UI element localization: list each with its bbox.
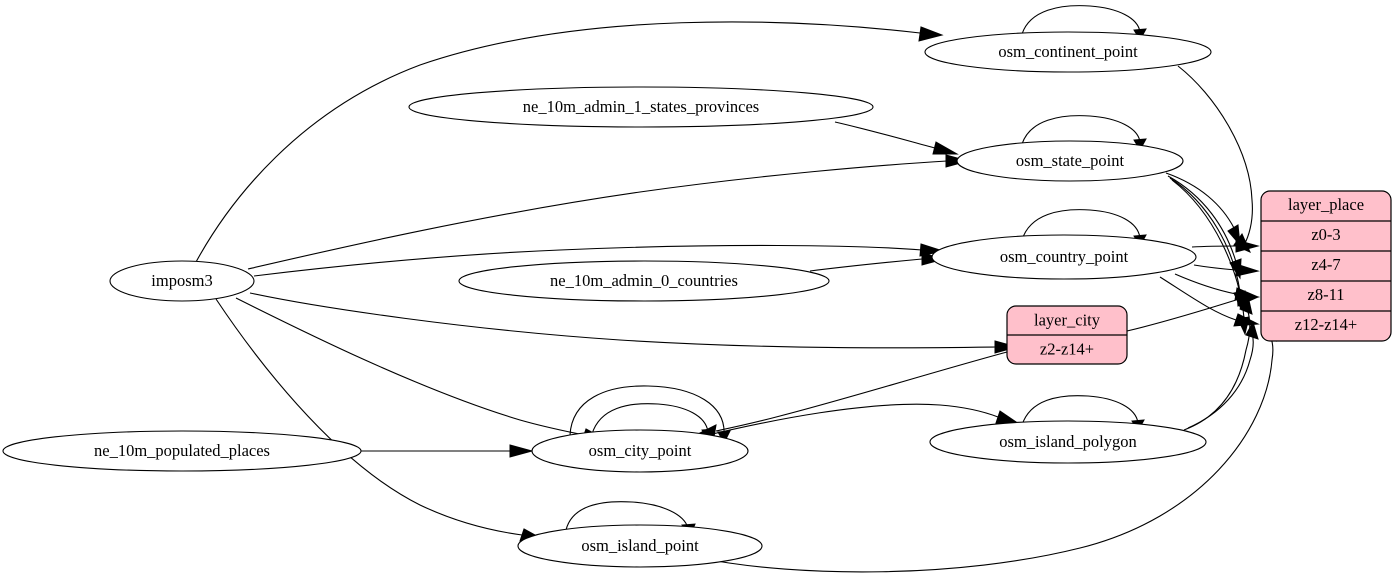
node-osm_island_point[interactable]: osm_island_point <box>517 524 763 568</box>
edge-osm_country_point-to-layer_place-z0-3 <box>1191 239 1260 253</box>
edge-imposm3-to-osm_continent_point <box>195 21 944 263</box>
edge-ne_10m_populated_places-to-osm_city_point <box>361 444 534 458</box>
edge-imposm3-to-osm_island_point <box>215 298 546 542</box>
edge-osm_country_point-to-layer_place-z4-7 <box>1193 263 1260 277</box>
edge-osm_island_polygon-to-layer_place-z12-z14-plus <box>1187 320 1259 429</box>
edge-imposm3-to-osm_city_point <box>235 297 608 442</box>
edge-osm_state_point-to-layer_place-z8-11 <box>1169 177 1246 311</box>
node-osm_city_point[interactable]: osm_city_point <box>531 429 749 473</box>
node-osm_country_point[interactable]: osm_country_point <box>931 234 1197 280</box>
edge-ne_10m_admin_0_countries-to-osm_country_point <box>809 252 946 272</box>
node-imposm3[interactable]: imposm3 <box>109 260 255 302</box>
edge-imposm3-to-layer_city <box>249 292 1019 354</box>
record-node-layer_city[interactable]: layer_city z2-z14+ <box>1006 305 1128 365</box>
edge-layer_city-to-osm_city_point <box>692 351 1008 438</box>
node-osm_state_point[interactable]: osm_state_point <box>956 140 1184 182</box>
edge-ne_10m_admin_1_states_provinces-to-osm_state_point <box>834 121 959 155</box>
nodes-layer: imposm3 ne_10m_populated_places ne_10m_a… <box>2 31 1212 568</box>
edge-imposm3-to-osm_state_point <box>247 154 970 270</box>
node-osm_continent_point[interactable]: osm_continent_point <box>924 31 1212 73</box>
node-ne_10m_admin_1_states_provinces[interactable]: ne_10m_admin_1_states_provinces <box>408 86 874 128</box>
node-ne_10m_populated_places[interactable]: ne_10m_populated_places <box>2 430 362 472</box>
node-osm_island_polygon[interactable]: osm_island_polygon <box>929 420 1207 464</box>
edge-imposm3-to-osm_country_point <box>253 243 945 277</box>
node-ne_10m_admin_0_countries[interactable]: ne_10m_admin_0_countries <box>458 260 830 302</box>
record-node-layer_place[interactable]: layer_place z0-3 z4-7 z8-11 z12-z14+ <box>1260 190 1392 342</box>
